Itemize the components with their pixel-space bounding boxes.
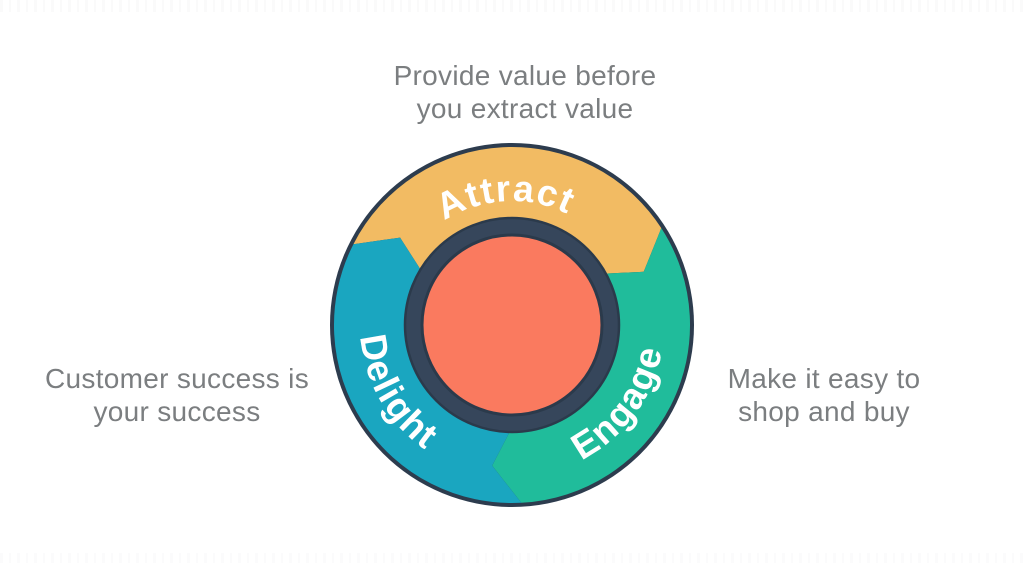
delight-segment (333, 237, 522, 504)
annotation-easy-to-buy: Make it easy to shop and buy (727, 363, 921, 427)
top-edge-artifact (0, 0, 1024, 12)
annotation-provide-value: Provide value before you extract value (393, 60, 657, 124)
bottom-edge-artifact (0, 553, 1024, 563)
attract-segment (353, 147, 662, 274)
hub-circle (420, 233, 604, 417)
engage-segment (492, 228, 691, 503)
annotation-customer-success: Customer success is your success (45, 363, 309, 427)
